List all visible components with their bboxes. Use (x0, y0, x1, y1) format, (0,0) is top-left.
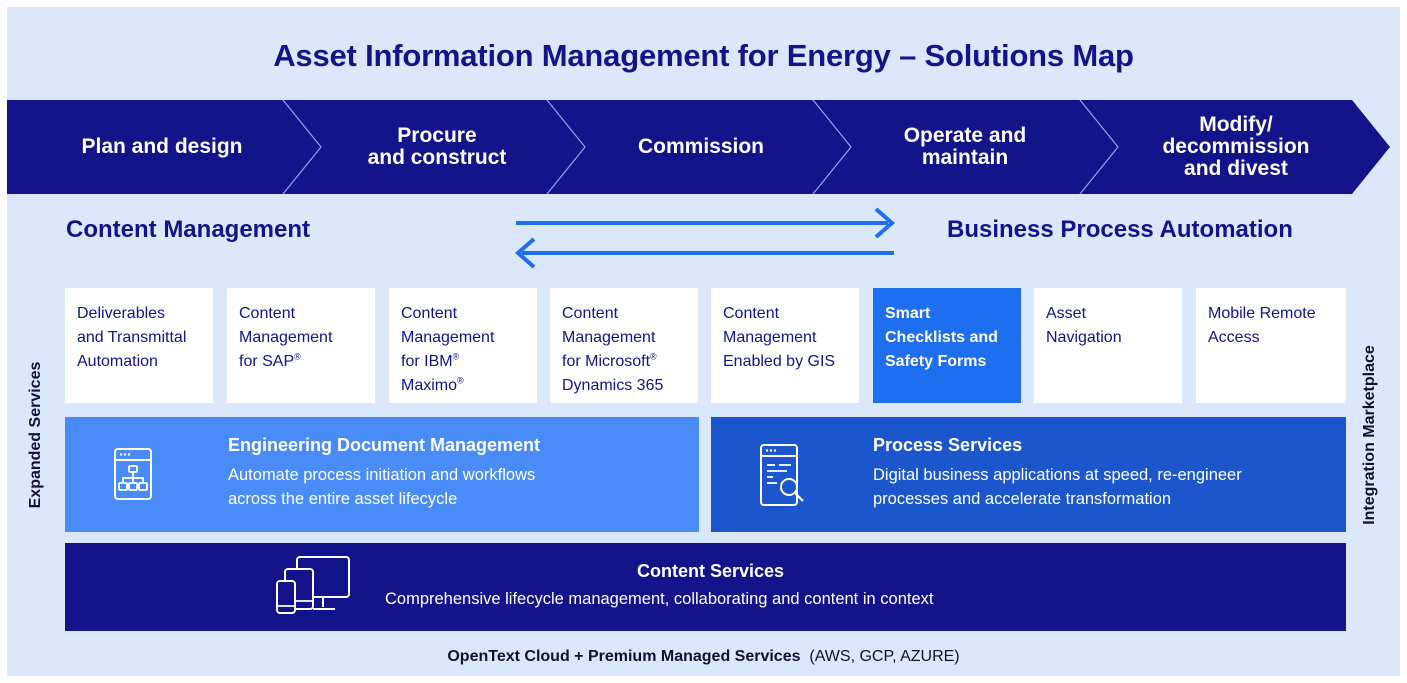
bidirectional-arrows (514, 207, 896, 269)
arrow-left-icon (514, 237, 894, 269)
stage-plan-and-design: Plan and design (81, 135, 243, 158)
engineering-document-management-panel: Engineering Document Management Automate… (65, 417, 699, 532)
content-management-heading: Content Management (66, 216, 311, 243)
process-services-description: Digital business applications at speed, … (873, 466, 1242, 508)
devices-icon (276, 556, 350, 614)
document-search-icon (760, 444, 804, 506)
process-services-title: Process Services (873, 435, 1023, 455)
lifecycle-chevron-band (7, 100, 1390, 194)
content-services-panel: Content Services Comprehensive lifecycle… (65, 543, 1346, 631)
workflow-window-icon (114, 448, 152, 500)
cloud-services-line: OpenText Cloud + Premium Managed Service… (447, 648, 960, 665)
content-services-title: Content Services (636, 561, 785, 581)
content-services-description: Comprehensive lifecycle management, coll… (385, 590, 934, 608)
stage-commission: Commission (637, 135, 765, 158)
diagram-title: Asset Information Management for Energy … (273, 38, 1134, 73)
business-process-automation-heading: Business Process Automation (947, 216, 1293, 243)
process-services-panel: Process Services Digital business applic… (711, 417, 1346, 532)
edm-description: Automate process initiation and workflow… (228, 466, 536, 508)
integration-marketplace-label: Integration Marketplace (1361, 345, 1378, 525)
expanded-services-label: Expanded Services (27, 361, 44, 509)
edm-title: Engineering Document Management (228, 435, 541, 455)
arrow-right-icon (516, 207, 896, 239)
